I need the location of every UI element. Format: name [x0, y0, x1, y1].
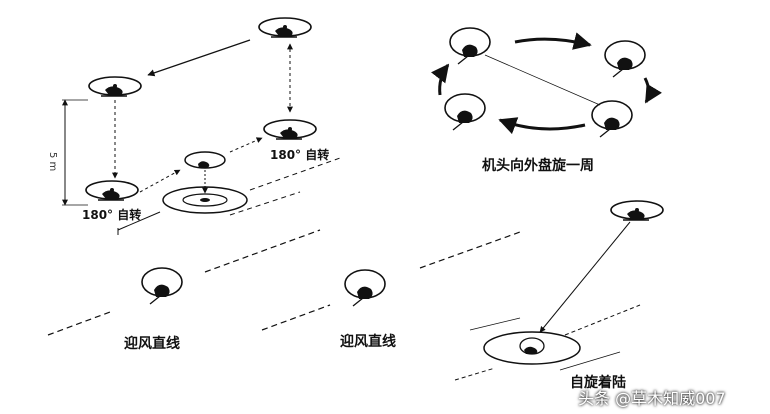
- straight-line-caption-2: 迎风直线: [340, 334, 396, 350]
- helicopter-circle-sw: [444, 93, 486, 131]
- hover-maneuver-group: [62, 17, 341, 235]
- helicopter-upper-left: [88, 76, 142, 97]
- helicopter-circle-se: [591, 100, 633, 138]
- straight-line-group: [47, 229, 521, 336]
- rotate-label-right: 180° 自转: [270, 148, 330, 162]
- helicopter-circle-ne: [604, 40, 646, 78]
- helicopter-top: [258, 17, 312, 38]
- circle-caption: 机头向外盘旋一周: [482, 158, 594, 174]
- helicopter-right-rotate: [263, 119, 317, 140]
- landing-caption: 自旋着陆: [570, 375, 626, 391]
- helicopter-autorotation-high: [610, 200, 664, 221]
- rotate-label-left: 180° 自转: [82, 208, 142, 222]
- straight-line-caption-1: 迎风直线: [124, 336, 180, 352]
- helicopter-straight-1: [141, 267, 183, 305]
- helicopter-straight-2: [344, 269, 386, 307]
- circle-maneuver-group: [430, 27, 663, 138]
- helicopter-circle-nw: [449, 27, 491, 65]
- autorotation-group: [454, 200, 664, 381]
- helicopter-left-rotate: [85, 180, 139, 201]
- distance-label: 5 m: [47, 152, 58, 172]
- watermark: 头条 @草木知威007: [578, 389, 726, 408]
